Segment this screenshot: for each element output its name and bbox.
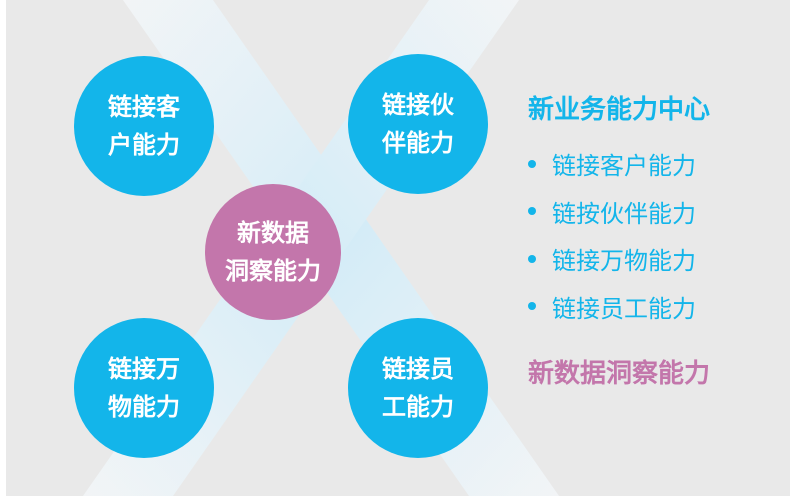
node-link-things-line1: 链接万 [108, 355, 180, 383]
node-link-employee: 链接员 工能力 [348, 318, 488, 458]
node-data-insight: 新数据 洞察能力 [205, 184, 341, 320]
legend-item-label: 链接客户能力 [552, 152, 696, 181]
node-link-customer-line2: 户能力 [108, 131, 180, 159]
node-link-partner: 链接伙 伴能力 [348, 54, 488, 194]
node-link-customer: 链接客 户能力 [74, 56, 214, 196]
node-link-partner-line1: 链接伙 [382, 91, 454, 119]
node-link-things-line2: 物能力 [108, 393, 180, 421]
legend-item-label: 链接万物能力 [552, 247, 696, 276]
legend-insight-heading: 新数据洞察能力 [528, 359, 711, 389]
legend: 新业务能力中心 链接客户能力 链按伙伴能力 链接万物能力 链接员工能力 新数据洞… [528, 0, 790, 496]
legend-list: 链接客户能力 链按伙伴能力 链接万物能力 链接员工能力 [528, 140, 696, 330]
bullet-dot-icon [528, 207, 536, 216]
bullet-dot-icon [528, 254, 536, 263]
bullet-dot-icon [528, 302, 536, 311]
node-link-customer-line1: 链接客 [108, 93, 180, 121]
legend-title: 新业务能力中心 [528, 95, 711, 125]
legend-item-label: 链接员工能力 [552, 294, 696, 323]
legend-item: 链接万物能力 [528, 235, 696, 283]
node-data-insight-line1: 新数据 [237, 219, 309, 247]
node-data-insight-line2: 洞察能力 [225, 257, 321, 285]
legend-item-label: 链按伙伴能力 [552, 199, 696, 228]
node-link-employee-line2: 工能力 [382, 393, 454, 421]
legend-item: 链接客户能力 [528, 140, 696, 188]
node-link-employee-line1: 链接员 [382, 355, 454, 383]
node-link-things: 链接万 物能力 [74, 318, 214, 458]
legend-item: 链按伙伴能力 [528, 188, 696, 236]
node-link-partner-line2: 伴能力 [382, 129, 454, 157]
diagram-panel: 链接客 户能力 链接伙 伴能力 新数据 洞察能力 链接万 物能力 链接员 工能力… [6, 0, 790, 496]
bullet-dot-icon [528, 159, 536, 168]
legend-item: 链接员工能力 [528, 283, 696, 331]
